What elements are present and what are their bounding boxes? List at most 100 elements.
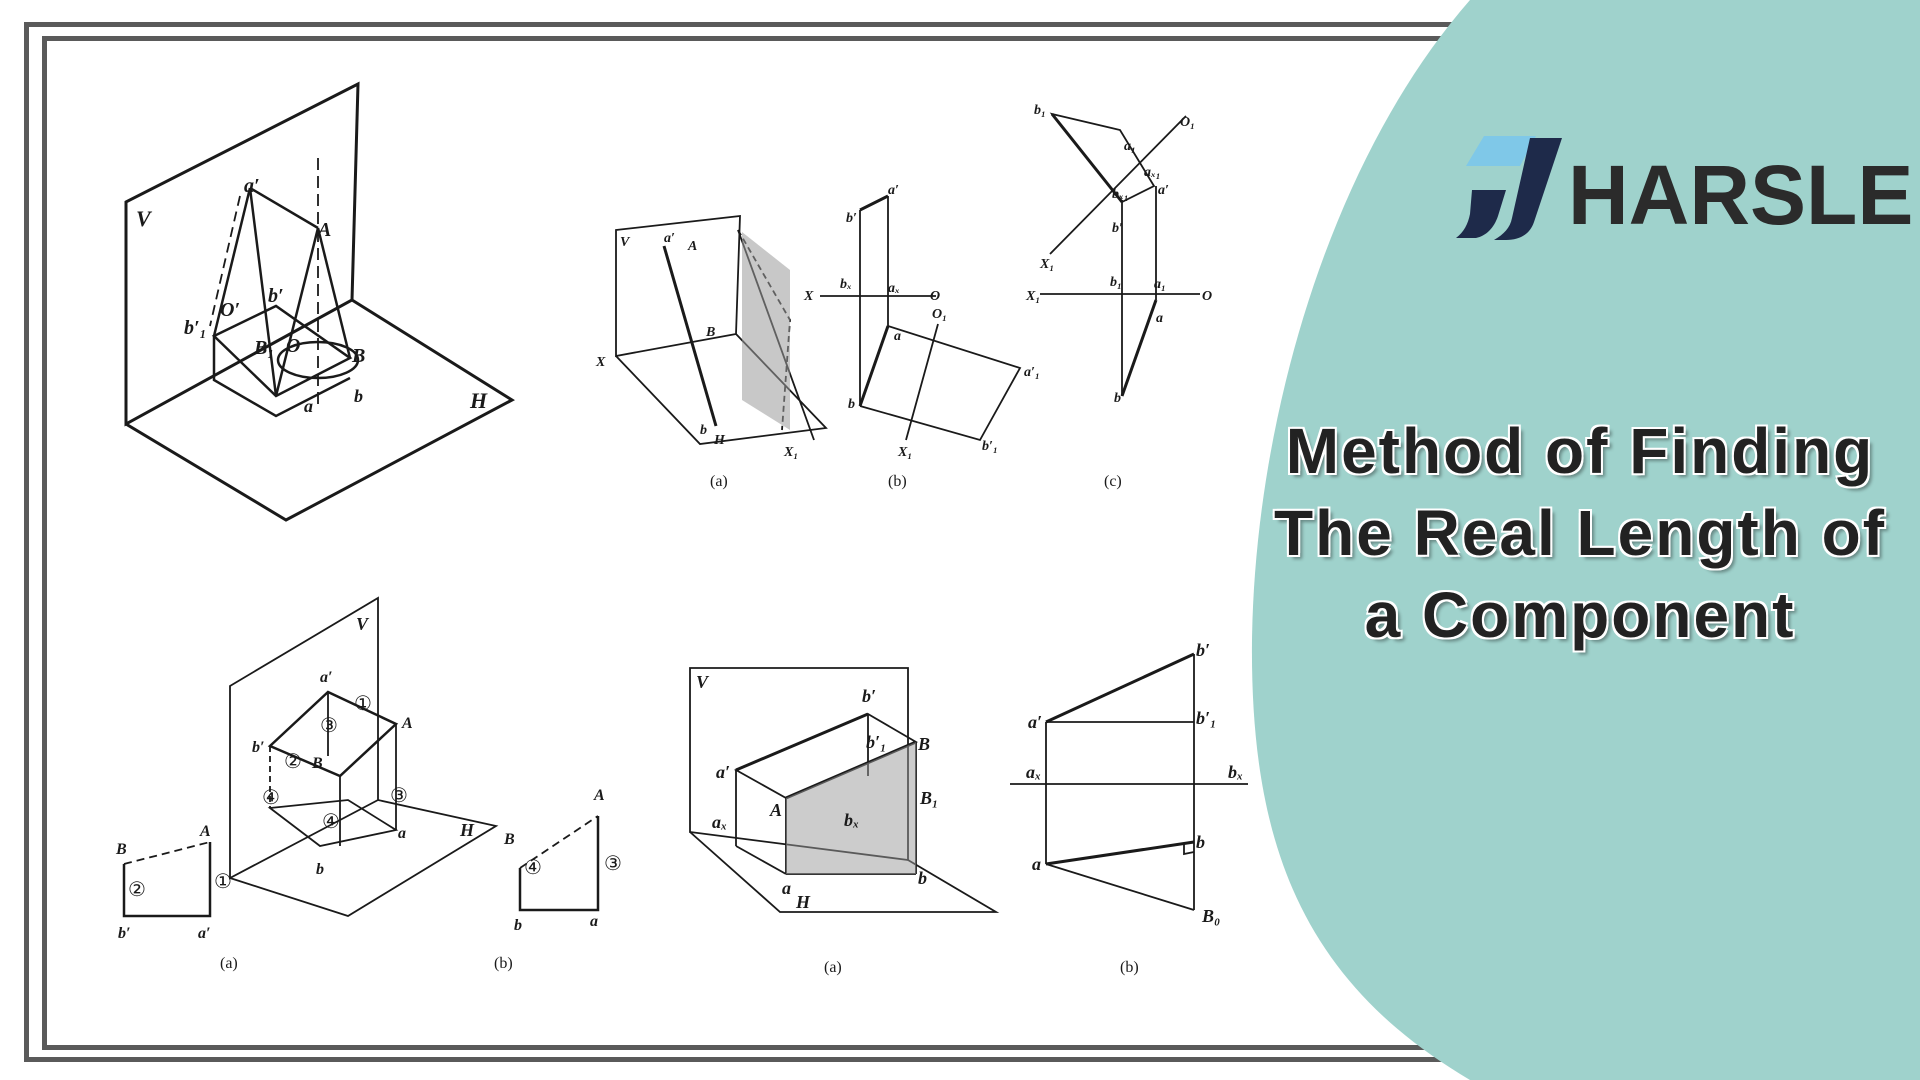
label-labels-a1: a₁	[1154, 277, 1166, 292]
label-labels-a_prime: a′	[716, 762, 730, 782]
label-labels-c2: ②	[284, 751, 302, 773]
label-labels-O: O	[930, 289, 940, 304]
label-labels-a: a	[894, 329, 901, 344]
label-labels-H: H	[459, 820, 475, 840]
label-labels-X1: X₁	[897, 445, 912, 460]
label-labels-a: a	[398, 825, 406, 842]
title-line-2: The Real Length of	[1274, 497, 1886, 569]
label-labels-A: A	[316, 219, 331, 241]
label-labels-b_prime: b′	[118, 925, 131, 942]
label-labels-B: B	[503, 831, 515, 848]
label-labels-b_prime: b′	[1112, 221, 1123, 236]
label-labels-a: a	[782, 878, 791, 898]
figure-2c	[1040, 112, 1200, 397]
label-labels-b: b	[354, 386, 363, 406]
harsle-logo: HARSLE	[1456, 136, 1913, 242]
figure-4b-labels: b′ a′ b′₁ aₓ bₓ a b B₀ (b)	[1026, 640, 1243, 976]
label-labels-B: B	[705, 325, 715, 340]
label-labels-b: b	[316, 861, 324, 878]
title-line-1: Method of Finding	[1285, 415, 1875, 487]
label-labels-b: b	[700, 423, 707, 438]
figure-3-labels: V a′ A b′ B H a b ① ② ③ ③ ④ ④ B A ② ① b′…	[115, 614, 622, 972]
logo-text: HARSLE	[1568, 148, 1913, 242]
label-labels-c4: ④	[262, 787, 280, 809]
label-labels-a_prime: a′	[1028, 712, 1042, 732]
label-labels-B1: B₁	[253, 337, 274, 359]
label-labels-a_prime: a′	[244, 175, 260, 197]
label-labels-b1_prime: b′₁	[982, 439, 998, 454]
figure-2a-labels: V X a′ A B b H X₁ (a)	[595, 231, 798, 490]
label-labels-a_prime: a′	[198, 925, 211, 942]
label-labels-V: V	[620, 235, 631, 250]
figure-4a-labels: V b′ b′₁ B B₁ a′ A aₓ bₓ a b H (a)	[696, 672, 938, 976]
label-labels-bx: bₓ	[1228, 762, 1243, 782]
label-labels-O: O	[286, 335, 300, 357]
label-labels-B0: B₀	[1201, 906, 1220, 926]
figure-1-labels: V a′ A b′ O′ b′₁ O B₁ B b a H	[136, 175, 488, 416]
label-labels-b: b	[514, 917, 522, 934]
label-labels-a1: a₁	[1124, 139, 1136, 154]
label-labels-a_prime: a′	[664, 231, 675, 246]
label-captions-fig2_c: (c)	[1104, 473, 1122, 490]
label-labels-b1: b₁	[1110, 275, 1122, 290]
label-labels-a1_prime: a′₁	[1024, 365, 1040, 380]
label-labels-H: H	[469, 388, 488, 413]
label-labels-c4: ④	[524, 857, 542, 879]
label-labels-bx1: bₓ₁	[1112, 187, 1129, 202]
label-labels-ax: aₓ	[1026, 762, 1041, 782]
label-labels-b: b	[1114, 391, 1121, 406]
label-labels-B: B	[917, 734, 930, 754]
figure-2b	[820, 194, 1022, 442]
label-labels-B: B	[351, 345, 365, 367]
label-labels-a: a	[590, 913, 598, 930]
label-captions-fig4_a: (a)	[824, 959, 842, 976]
label-labels-c3: ③	[604, 853, 622, 875]
label-labels-A: A	[687, 239, 697, 254]
label-labels-X1: X₁	[1039, 257, 1054, 272]
label-labels-X: X	[595, 355, 606, 370]
title-line-3: a Component	[1364, 579, 1796, 651]
label-labels-B1: B₁	[919, 788, 938, 808]
label-labels-H: H	[795, 892, 811, 912]
label-labels-O: O	[1202, 289, 1212, 304]
label-labels-b_prime: b′	[252, 739, 265, 756]
label-labels-a: a	[1156, 311, 1163, 326]
accent-shape	[1251, 0, 1920, 1080]
page-title: Method of Finding The Real Length of a C…	[1250, 410, 1910, 656]
label-labels-b1: b₁	[1034, 103, 1046, 118]
label-captions-fig2_b: (b)	[888, 473, 907, 490]
label-labels-b1_prime: b′₁	[866, 732, 886, 752]
figure-4a-dots	[786, 742, 916, 874]
label-labels-V: V	[696, 672, 710, 692]
label-labels-V: V	[356, 614, 370, 634]
label-captions-fig2_a: (a)	[710, 473, 728, 490]
label-labels-a_prime: a′	[320, 669, 333, 686]
label-labels-O1: O₁	[932, 307, 947, 322]
label-labels-A: A	[401, 715, 413, 732]
label-labels-b: b	[918, 868, 927, 888]
label-labels-X1: X₁	[1025, 289, 1040, 304]
figure-1	[124, 81, 515, 522]
label-labels-a_prime: a′	[1158, 183, 1169, 198]
label-labels-O_prime: O′	[220, 299, 240, 321]
label-labels-A: A	[199, 823, 211, 840]
label-labels-O1: O₁	[1180, 115, 1195, 130]
label-labels-bx: bₓ	[844, 810, 859, 830]
figure-3a	[122, 596, 600, 918]
label-labels-ax1: aₓ₁	[1144, 165, 1161, 180]
harsle-logo-icon	[1456, 136, 1562, 240]
label-labels-V: V	[136, 206, 153, 231]
label-labels-c3: ③	[320, 715, 338, 737]
label-captions-fig4_b: (b)	[1120, 959, 1139, 976]
label-labels-b_prime: b′	[1196, 640, 1210, 660]
label-labels-a: a	[1032, 854, 1041, 874]
label-labels-c3: ③	[390, 785, 408, 807]
label-labels-ax: aₓ	[712, 812, 727, 832]
label-labels-a_prime: a′	[888, 183, 899, 198]
label-labels-b_prime: b′	[268, 285, 284, 307]
label-labels-bx: bₓ	[840, 277, 852, 292]
label-labels-b: b	[1196, 832, 1205, 852]
label-labels-c1: ①	[354, 693, 372, 715]
label-labels-b_prime: b′	[846, 211, 857, 226]
